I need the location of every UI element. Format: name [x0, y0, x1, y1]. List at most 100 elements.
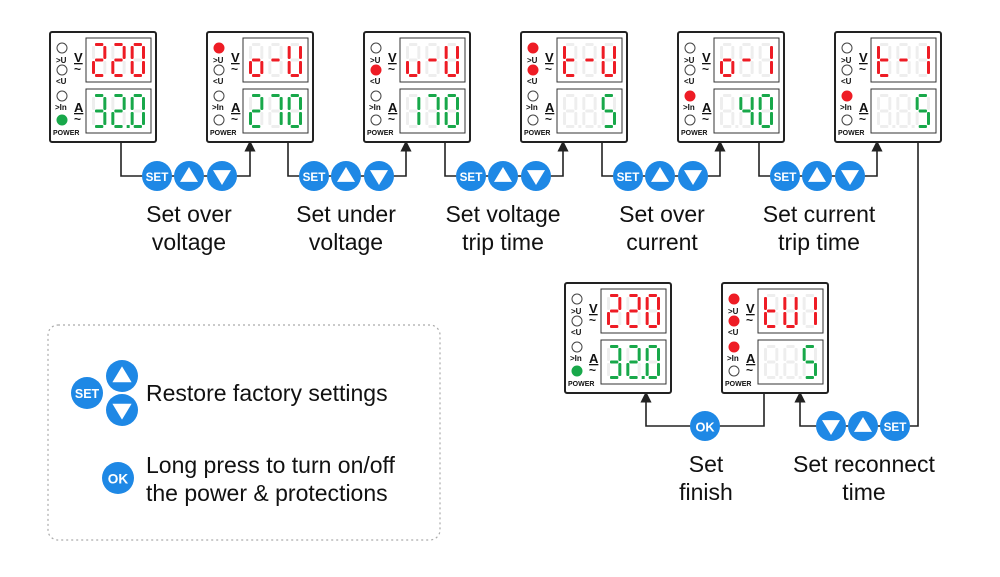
segment-d: [290, 125, 299, 128]
segment-b: [637, 348, 641, 361]
segment-d: [409, 74, 418, 77]
segment-d: [610, 325, 619, 328]
amp-unit-label: A: [74, 100, 84, 115]
segment-a: [648, 345, 657, 348]
svg-text:Set current: Set current: [763, 201, 876, 227]
segment-c: [593, 112, 597, 125]
segment-d: [805, 325, 814, 328]
segment-b: [927, 97, 930, 110]
segment-b: [574, 46, 578, 59]
segment-f: [444, 97, 448, 110]
segment-f: [896, 46, 900, 59]
seven-segment-digit: [287, 94, 302, 128]
seven-segment-digit: [92, 94, 107, 128]
segment-a: [428, 43, 437, 46]
segment-f: [444, 46, 448, 59]
over-voltage-label: >U: [527, 56, 538, 65]
set-button-icon: SET: [71, 377, 103, 409]
segment-a: [252, 94, 261, 97]
seven-segment-digit: [444, 94, 459, 128]
segment-c: [593, 61, 597, 74]
segment-c: [103, 61, 107, 74]
segment-c: [574, 61, 578, 74]
down-triangle-icon: [816, 411, 846, 441]
seven-segment-digit: [563, 94, 582, 128]
segment-a: [604, 43, 613, 46]
segment-g: [786, 309, 795, 313]
segment-d: [899, 74, 908, 77]
segment-d: [742, 74, 751, 77]
segment-a: [610, 345, 619, 348]
segment-b: [770, 46, 773, 59]
svg-text:current: current: [626, 229, 698, 255]
ghost-decimal-point: [911, 125, 915, 128]
segment-f: [720, 97, 723, 110]
ac-tilde-label: ~: [231, 112, 238, 126]
segment-c: [260, 112, 264, 125]
over-current-label: >In: [369, 103, 381, 112]
segment-f: [249, 97, 252, 110]
under-voltage-led: [728, 315, 740, 327]
segment-a: [409, 43, 418, 46]
segment-g: [604, 109, 613, 113]
segment-g: [648, 360, 657, 364]
over-current-led: [213, 90, 225, 102]
over-voltage-led: [728, 293, 740, 305]
up-triangle-icon: [106, 360, 138, 392]
segment-a: [805, 345, 814, 348]
segment-e: [896, 112, 900, 125]
amp-unit-label: A: [231, 100, 241, 115]
segment-c: [618, 363, 622, 376]
legend-restore-text: Restore factory settings: [146, 380, 388, 406]
segment-g: [447, 109, 456, 113]
seven-segment-digit: [444, 43, 459, 77]
segment-d: [566, 74, 575, 77]
ac-tilde-label: ~: [589, 313, 596, 327]
segment-e: [720, 61, 723, 74]
segment-d: [629, 376, 638, 379]
segment-g: [899, 58, 908, 62]
segment-a: [585, 43, 594, 46]
segment-g: [761, 58, 770, 62]
ac-tilde-label: ~: [859, 112, 866, 126]
segment-c: [794, 363, 798, 376]
power-label: POWER: [838, 130, 864, 137]
svg-text:OK: OK: [108, 472, 129, 487]
over-current-led: [370, 90, 382, 102]
segment-a: [95, 94, 104, 97]
seven-segment-digit: [607, 345, 622, 379]
segment-f: [601, 97, 605, 110]
up-triangle-icon: [645, 161, 675, 191]
power-label: POWER: [568, 381, 594, 388]
down-triangle-icon: [835, 161, 865, 191]
segment-c: [142, 61, 145, 74]
power-label: POWER: [367, 130, 393, 137]
segment-f: [645, 297, 649, 310]
segment-f: [739, 46, 743, 59]
seven-segment-digit: [626, 345, 645, 379]
power-label: POWER: [725, 381, 751, 388]
under-voltage-led: [56, 64, 68, 76]
decimal-point: [641, 376, 645, 379]
seven-segment-digit: [111, 94, 130, 128]
segment-f: [582, 97, 586, 110]
over-current-label: >In: [55, 103, 67, 112]
segment-c: [770, 112, 773, 125]
segment-g: [566, 58, 575, 62]
segment-b: [657, 348, 660, 361]
segment-e: [563, 61, 566, 74]
seven-segment-digit: [764, 345, 783, 379]
display-panels: >U<U>InPOWERV~A~>U<U>InPOWERV~A~>U<U>InP…: [49, 31, 942, 394]
segment-g: [742, 109, 751, 113]
under-voltage-label: <U: [728, 328, 739, 337]
segment-f: [783, 297, 787, 310]
segment-b: [814, 348, 817, 361]
under-voltage-label: <U: [370, 77, 381, 86]
up-triangle-icon: [848, 411, 878, 441]
segment-c: [574, 112, 578, 125]
segment-b: [794, 348, 798, 361]
amp-unit-label: A: [702, 100, 712, 115]
